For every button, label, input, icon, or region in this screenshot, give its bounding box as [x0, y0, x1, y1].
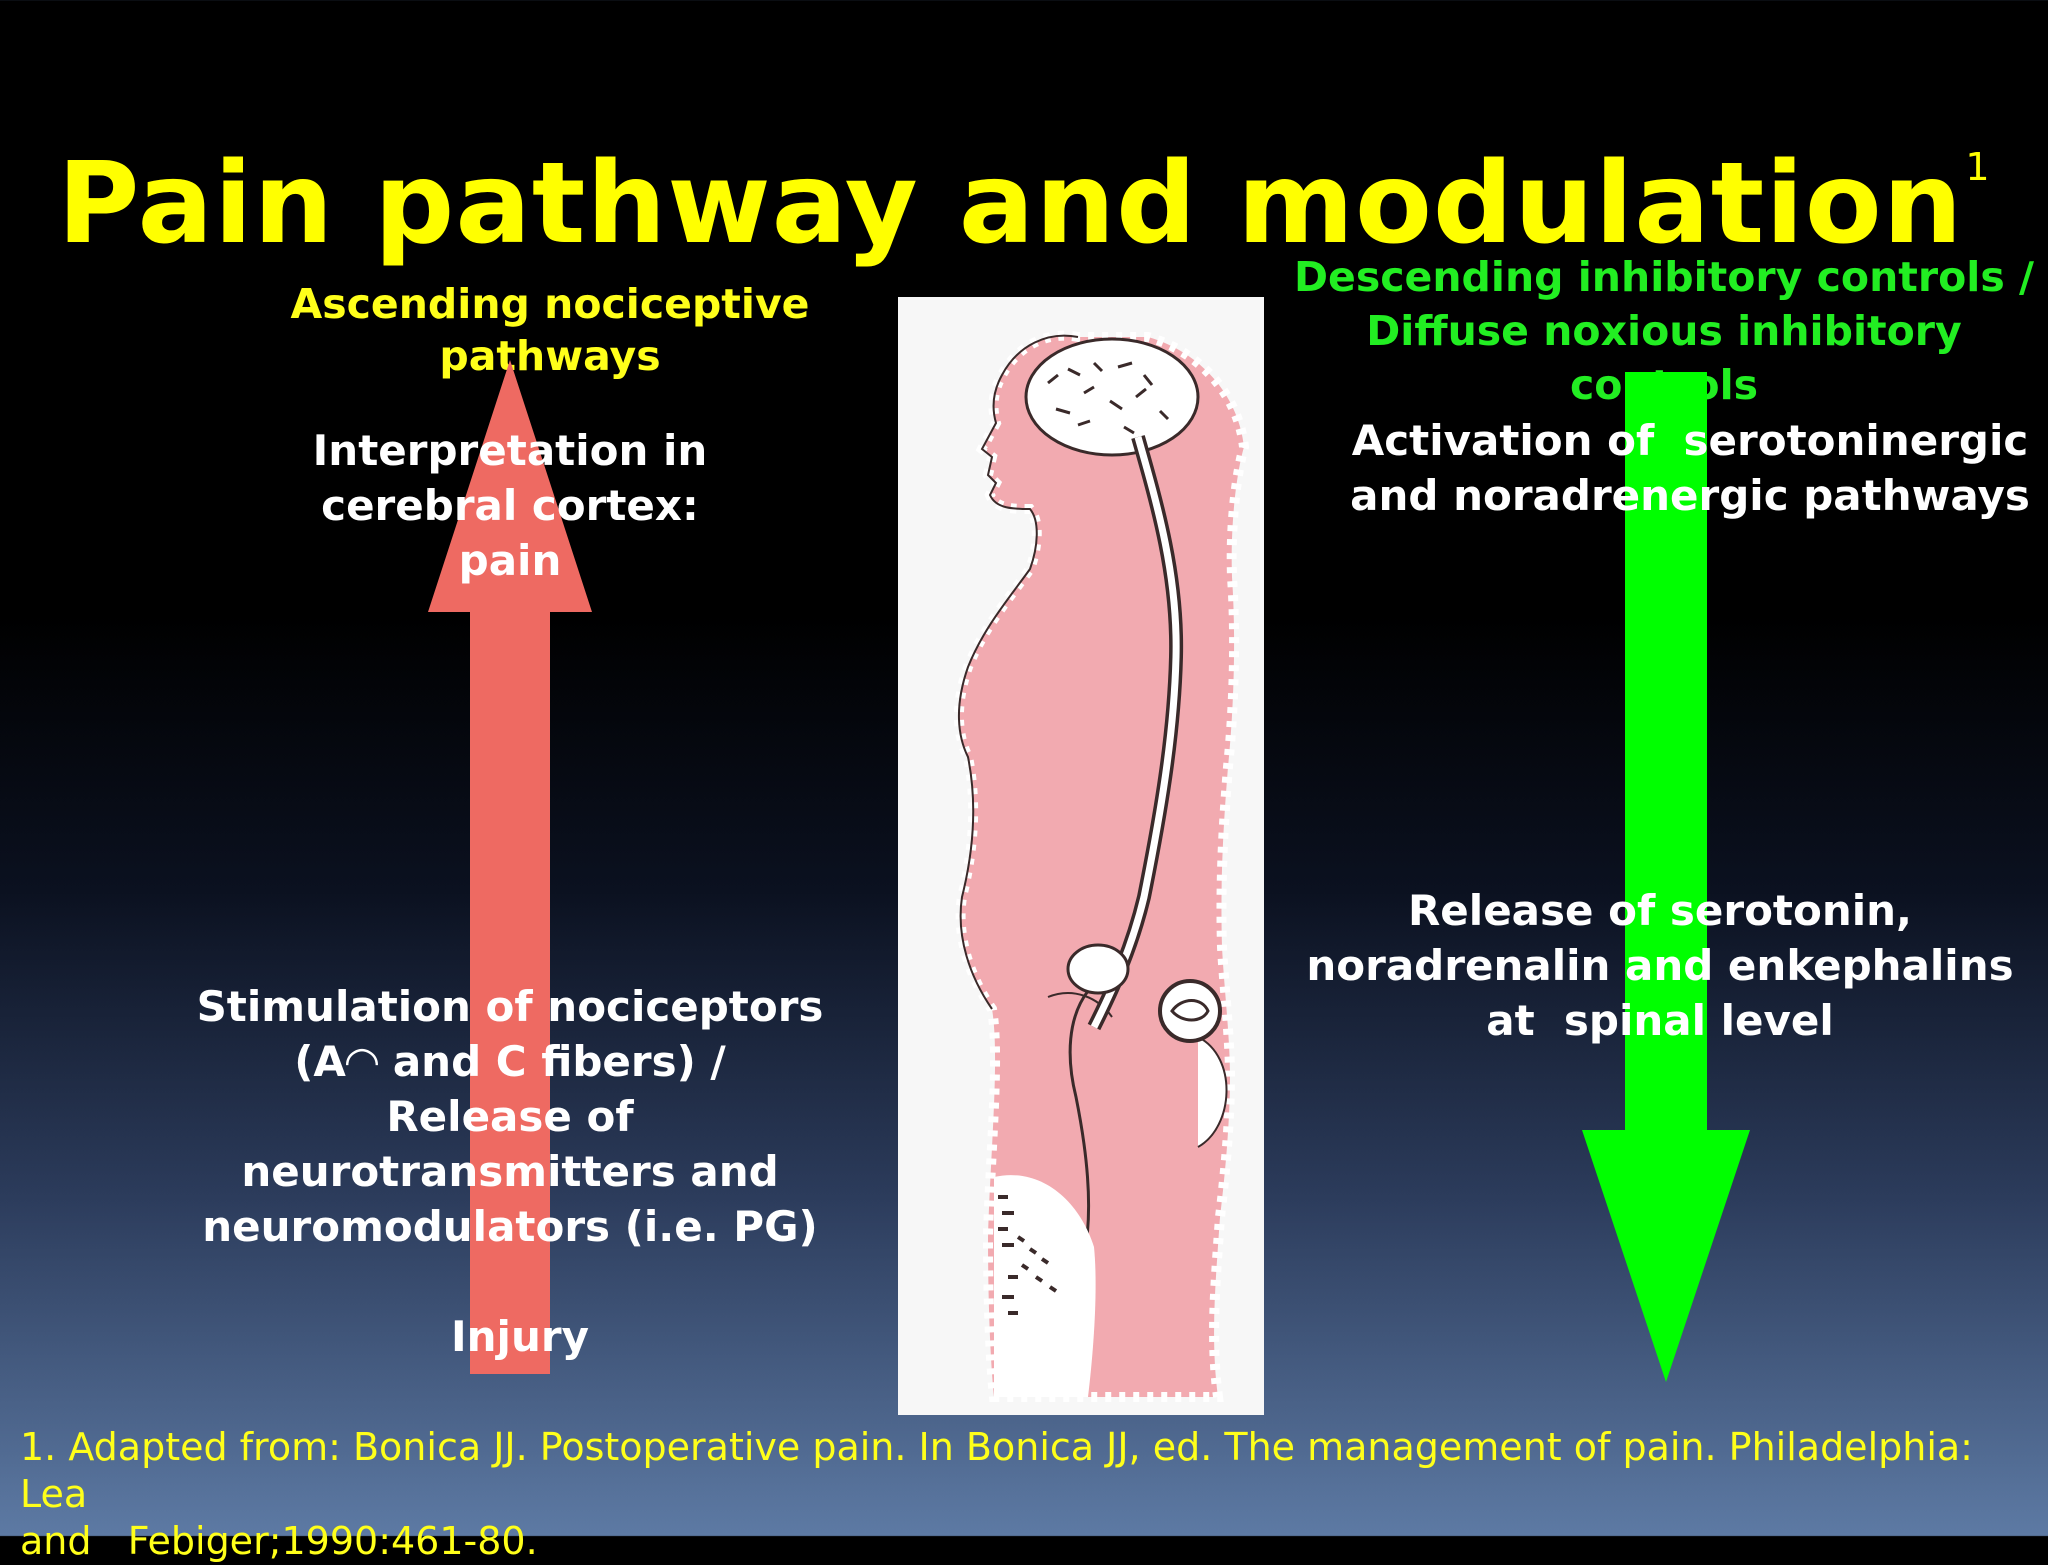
ascending-arrow-shape — [428, 360, 592, 1374]
descending-arrow-shape — [1582, 372, 1750, 1382]
ascending-top-line-3: pain — [458, 536, 562, 585]
ascending-top-text: Interpretation in cerebral cortex: pain — [230, 423, 790, 588]
descending-top-text: Activation of serotoninergic and noradre… — [1340, 413, 2040, 523]
footnote-line-1: 1. Adapted from: Bonica JJ. Postoperativ… — [20, 1425, 1973, 1516]
nociceptor-endings — [998, 1195, 1058, 1315]
ascending-top-line-2: cerebral cortex: — [321, 481, 699, 530]
descending-heading: Descending inhibitory controls / Diffuse… — [1280, 250, 2048, 412]
descending-top-line-1: Activation of serotoninergic — [1351, 416, 2029, 465]
ascending-middle-line-5: neuromodulators (i.e. PG) — [202, 1202, 818, 1251]
body-figure-panel — [898, 297, 1264, 1415]
descending-middle-line-2: noradrenalin and enkephalins — [1306, 941, 2014, 990]
footnote-line-2: and Febiger;1990:461-80. — [20, 1519, 538, 1563]
ascending-middle-line-3: Release of — [386, 1092, 634, 1141]
ascending-middle-text: Stimulation of nociceptors (A◠ and C fib… — [150, 979, 870, 1254]
ascending-top-line-1: Interpretation in — [312, 426, 708, 475]
reference-footnote: 1. Adapted from: Bonica JJ. Postoperativ… — [20, 1424, 2030, 1565]
descending-heading-line-1: Descending inhibitory controls / — [1294, 253, 2034, 301]
ascending-arrow — [428, 360, 592, 1374]
slide-title: Pain pathway and modulation1 — [0, 102, 2048, 269]
brain — [1024, 337, 1200, 457]
descending-top-line-2: and noradrenergic pathways — [1350, 471, 2030, 520]
dorsal-root-ganglion — [1158, 979, 1222, 1043]
brain-folds — [1047, 361, 1170, 435]
body-outline — [958, 334, 1079, 1010]
ascending-middle-line-2: (A◠ and C fibers) / — [294, 1037, 726, 1086]
ascending-middle-line-4: neurotransmitters and — [241, 1147, 779, 1196]
spinal-segment — [1066, 943, 1130, 995]
buttock-curve — [1197, 1036, 1228, 1148]
ascending-heading: Ascending nociceptive pathways — [290, 280, 810, 380]
title-footnote-marker: 1 — [1965, 145, 1991, 189]
descending-middle-text: Release of serotonin, noradrenalin and e… — [1300, 883, 2020, 1048]
slide-title-text: Pain pathway and modulation — [57, 139, 1964, 269]
descending-arrow — [1582, 372, 1750, 1382]
descending-middle-line-3: at spinal level — [1486, 996, 1834, 1045]
ganglion-detail — [1170, 999, 1210, 1022]
ascending-middle-line-1: Stimulation of nociceptors — [196, 982, 824, 1031]
descending-middle-line-1: Release of serotonin, — [1407, 886, 1913, 935]
injury-label: Injury — [451, 1312, 589, 1361]
injury-site-white — [994, 1175, 1096, 1397]
spinal-cord-core — [1090, 436, 1180, 1029]
body-figure-illustration — [954, 330, 1250, 1402]
